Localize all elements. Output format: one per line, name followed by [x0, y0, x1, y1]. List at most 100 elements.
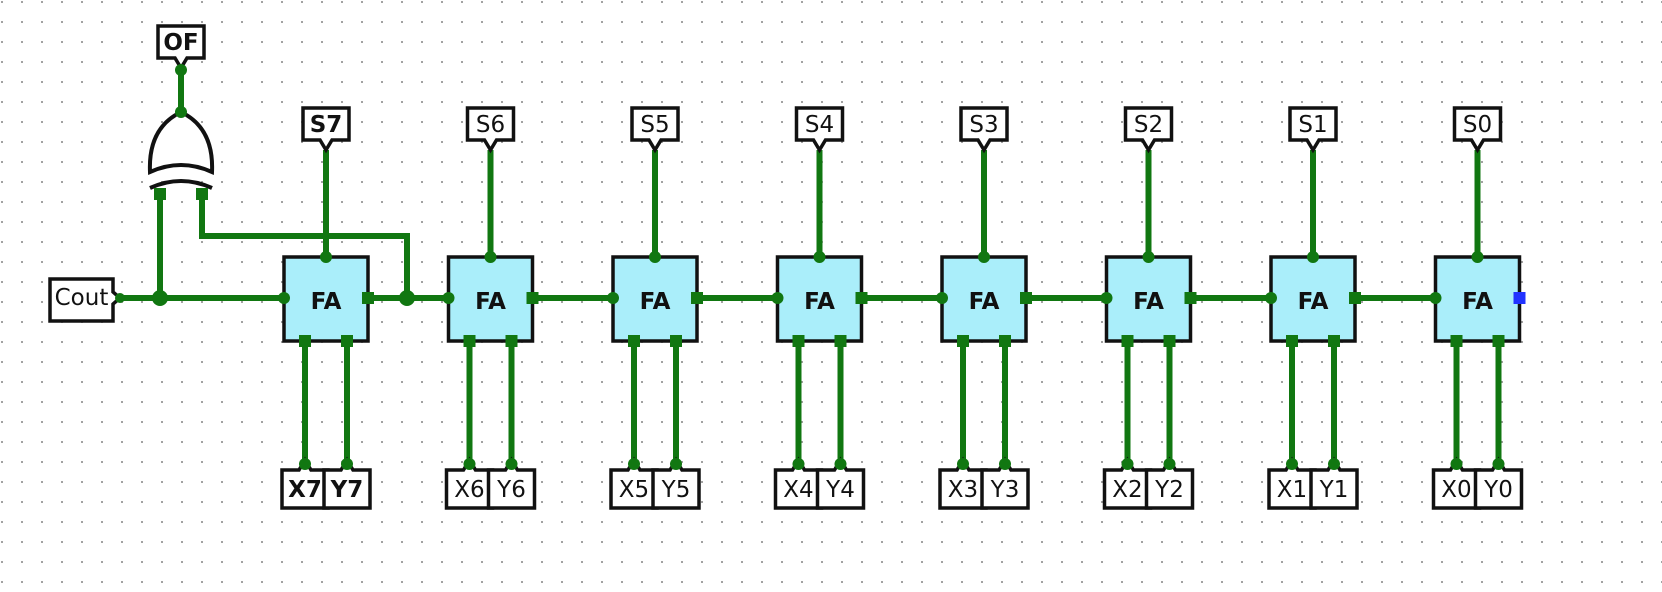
full-adder-FA0[interactable]: FA [1433, 255, 1522, 343]
carry-out-label: Cout [55, 285, 109, 311]
full-adder-body [611, 255, 699, 343]
carry-in-dot [278, 292, 290, 304]
input-X6[interactable]: X6 [444, 456, 495, 510]
full-adder-label: FA [969, 289, 1000, 315]
sum-pin-dot [1142, 251, 1155, 263]
sum-pin-dot [1307, 251, 1319, 263]
input-Y1[interactable]: Y1 [1309, 456, 1359, 510]
input-Y2-shape [1144, 456, 1195, 510]
input-X5-label: X5 [619, 477, 649, 503]
input-Y5-shape [651, 456, 701, 510]
input-X4[interactable]: X4 [773, 456, 824, 510]
sum-output-S0-label: S0 [1463, 112, 1492, 138]
input-X3[interactable]: X3 [938, 456, 988, 510]
input-Y6-label: Y6 [496, 477, 526, 503]
carry-out-pin [1020, 292, 1032, 304]
input-X7[interactable]: X7 [280, 456, 330, 510]
carry-out-output[interactable]: Cout [48, 277, 123, 323]
full-adder-FA4[interactable]: FA [775, 255, 864, 343]
carry-out-pin [1349, 292, 1361, 304]
sum-pin-dot [320, 251, 332, 263]
xor-pin-a [154, 188, 166, 200]
input-X2[interactable]: X2 [1102, 456, 1153, 510]
y-pin-dot [999, 458, 1011, 470]
x-pin-dot [1121, 458, 1134, 470]
sum-pin-dot [813, 251, 826, 263]
sum-output-S2[interactable]: S2 [1123, 106, 1174, 154]
xor-gate[interactable] [147, 109, 215, 190]
overflow-output[interactable]: OF [156, 24, 206, 72]
y-pin-dot [670, 458, 682, 470]
input-Y5[interactable]: Y5 [651, 456, 701, 510]
sum-output-S3-label: S3 [969, 112, 998, 138]
full-adder-FA2[interactable]: FA [1104, 255, 1193, 343]
carry-junction-dot [399, 290, 415, 306]
x-pin-dot [1450, 458, 1463, 470]
full-adder-FA1[interactable]: FA [1269, 255, 1357, 343]
input-X3-shape [938, 456, 988, 510]
y-input-pin [505, 335, 518, 347]
sum-output-S1[interactable]: S1 [1288, 106, 1338, 154]
x-input-pin [628, 335, 640, 347]
sum-output-S3[interactable]: S3 [959, 106, 1009, 154]
sum-output-S5[interactable]: S5 [630, 106, 680, 154]
input-Y3[interactable]: Y3 [980, 456, 1030, 510]
full-adder-FA7[interactable]: FA [282, 255, 370, 343]
input-X0[interactable]: X0 [1431, 456, 1482, 510]
input-X1-label: X1 [1277, 477, 1307, 503]
sum-output-S4-shape [794, 106, 845, 154]
y-pin-dot [1163, 458, 1176, 470]
sum-pin-dot [484, 251, 497, 263]
input-X0-label: X0 [1441, 477, 1471, 503]
input-X2-label: X2 [1112, 477, 1142, 503]
carry-out-pin [362, 292, 374, 304]
sum-pin-dot [1471, 251, 1484, 263]
input-Y6[interactable]: Y6 [486, 456, 537, 510]
input-X7-label: X7 [288, 477, 322, 503]
sum-output-S3-shape [959, 106, 1009, 154]
sum-output-S4[interactable]: S4 [794, 106, 845, 154]
input-Y4-shape [815, 456, 866, 510]
input-Y7-label: Y7 [330, 477, 364, 503]
sum-output-S0-shape [1452, 106, 1503, 154]
input-Y4[interactable]: Y4 [815, 456, 866, 510]
sum-output-S6-label: S6 [476, 112, 505, 138]
carry-in-dot [1429, 292, 1442, 304]
carry-out-pin [855, 292, 868, 304]
sum-output-S1-label: S1 [1298, 112, 1327, 138]
input-Y2[interactable]: Y2 [1144, 456, 1195, 510]
input-X7-shape [280, 456, 330, 510]
y-input-pin [1163, 335, 1176, 347]
x-pin-dot [1286, 458, 1298, 470]
carry-out-pin [1184, 292, 1197, 304]
input-X6-shape [444, 456, 495, 510]
input-X1[interactable]: X1 [1267, 456, 1317, 510]
sum-output-S4-label: S4 [805, 112, 834, 138]
x-pin-dot [792, 458, 805, 470]
input-X3-label: X3 [948, 477, 978, 503]
input-X5[interactable]: X5 [609, 456, 659, 510]
input-Y7[interactable]: Y7 [322, 456, 372, 510]
carry-in-dot [1265, 292, 1277, 304]
x-input-pin [299, 335, 311, 347]
y-pin-dot [505, 458, 518, 470]
x-input-pin [792, 335, 805, 347]
y-input-pin [1328, 335, 1340, 347]
sum-pin-dot [649, 251, 661, 263]
full-adder-FA5[interactable]: FA [611, 255, 699, 343]
input-Y2-label: Y2 [1154, 477, 1184, 503]
input-Y0[interactable]: Y0 [1473, 456, 1524, 510]
carry-in-dot [936, 292, 948, 304]
sum-output-S0[interactable]: S0 [1452, 106, 1503, 154]
carry-in-pin[interactable] [1513, 292, 1526, 304]
sum-output-S6[interactable]: S6 [465, 106, 516, 154]
full-adder-label: FA [1298, 289, 1329, 315]
x-input-pin [463, 335, 476, 347]
carry-out-pin [691, 292, 703, 304]
overflow-output-shape [156, 24, 206, 72]
sum-output-S7[interactable]: S7 [301, 106, 351, 154]
full-adder-FA3[interactable]: FA [940, 255, 1028, 343]
full-adder-FA6[interactable]: FA [446, 255, 535, 343]
